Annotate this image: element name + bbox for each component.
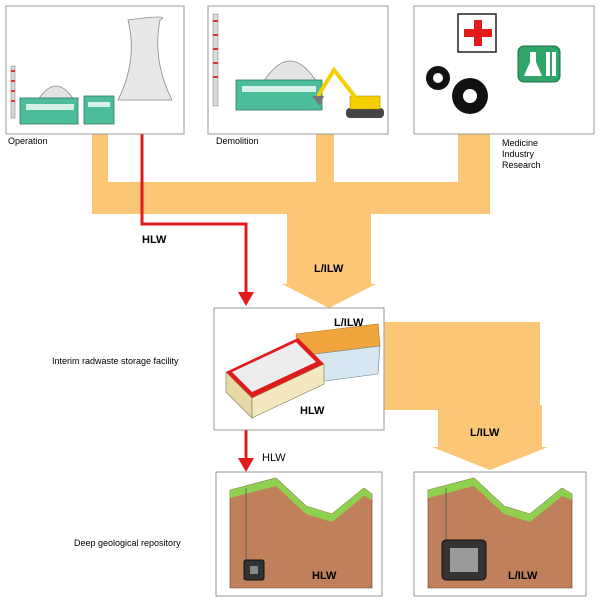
repository-hlw-panel [215,471,383,597]
medicine-panel [413,5,595,135]
flow-label-hlw-top: HLW [142,234,167,246]
repository-label-hlw: HLW [312,570,337,582]
laboratory-flask-icon [517,45,561,83]
flow-label-lilw-building: L/ILW [334,317,364,329]
demolition-plant-building [235,79,323,111]
source-label-demolition: Demolition [216,136,259,146]
medical-cross-icon [457,13,497,53]
operation-chimney [10,65,16,119]
flow-label-lilw-right: L/ILW [470,427,500,439]
repository-lilw-panel [413,471,587,597]
hlw-flow-arrows [140,134,254,472]
flow-label-lilw-main: L/ILW [314,263,344,275]
demolition-panel [207,5,389,135]
excavator-icon [312,66,384,118]
lilw-flow-band [92,134,548,470]
source-label-research: Research [502,160,541,170]
operation-plant-building [19,97,79,125]
repository-label-lilw: L/ILW [508,570,538,582]
cooling-tower [117,16,173,101]
facility-label-deep: Deep geological repository [74,538,181,548]
source-label-operation: Operation [8,136,48,146]
interim-storage-panel [213,307,385,431]
facility-label-interim: Interim radwaste storage facility [52,356,179,366]
source-label-medicine: Medicine [502,138,538,148]
demolition-chimney [212,13,219,107]
flow-label-hlw-building: HLW [300,405,325,417]
flow-label-hlw-down: HLW [262,452,286,464]
operation-panel [5,5,185,135]
source-label-industry: Industry [502,149,535,159]
gear-icon [426,66,488,114]
